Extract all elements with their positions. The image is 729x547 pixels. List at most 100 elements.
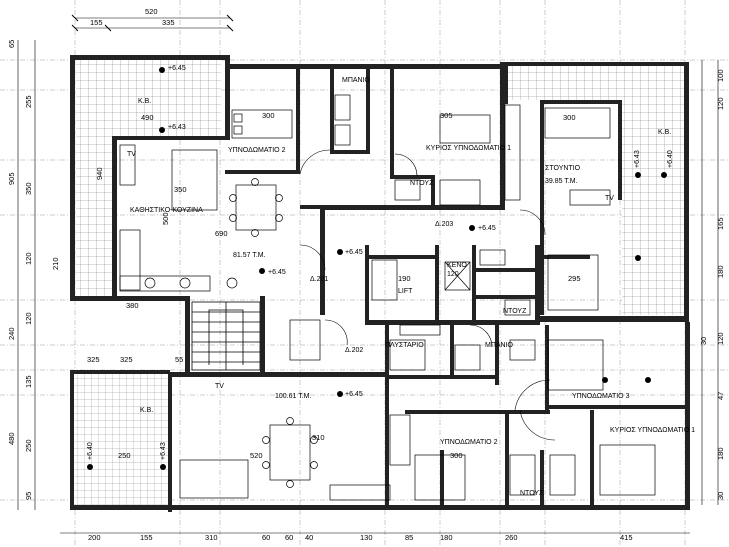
dim-inner-7: 380 [126, 301, 139, 310]
room-label-bath-mid: ΜΠΑΝΙΟ [485, 342, 514, 349]
area-top-left: 81.57 Τ.Μ. [233, 252, 266, 259]
level-c: +6.45 [268, 269, 286, 276]
dim-right-2: 165 [716, 217, 725, 230]
tv-label-top: TV [127, 151, 136, 158]
dimensions-inner: 490 325 300 305 300 295 190 380 325 55 5… [51, 111, 581, 460]
dim-top-1: 155 [90, 18, 103, 27]
dim-left-8: 480 [7, 432, 16, 445]
void-size: 120 [447, 271, 459, 278]
dim-top-2: 335 [162, 18, 175, 27]
dimensions-right: 100 120 165 180 120 47 30 180 30 [699, 69, 725, 500]
room-label-studio: ΣΤΟΥΝΤΙΟ [545, 165, 581, 172]
dim-inner-12: 300 [450, 451, 463, 460]
dim-inner-1: 325 [87, 355, 100, 364]
room-label-lift: LIFT [398, 288, 413, 295]
level-h: +6.40 [667, 150, 674, 168]
dim-right-1: 120 [716, 97, 725, 110]
dimension-lines [17, 14, 719, 534]
code-top-left: Δ.201 [310, 276, 328, 283]
room-labels: ΥΠΝΟΔΩΜΑΤΙΟ 2 ΚΑΘΗΣΤΙΚΟ-ΚΟΥΖΙΝΑ ΜΠΑΝΙΟ Κ… [130, 77, 695, 497]
room-label-bedroom2-bottom: ΥΠΝΟΔΩΜΑΤΙΟ 2 [440, 439, 498, 446]
room-label-kitchen-living: ΚΑΘΗΣΤΙΚΟ-ΚΟΥΖΙΝΑ [130, 207, 203, 214]
level-i: +6.40 [87, 442, 94, 460]
dim-left-10: 95 [24, 492, 33, 500]
dim-inner-16: 940 [95, 167, 104, 180]
terrace-label-top-left: Κ.Β. [138, 98, 151, 105]
room-label-laundry: ΠΛΥΣΤΑΡΙΟ [385, 342, 424, 349]
dim-inner-10: 520 [250, 451, 263, 460]
dim-inner-5: 295 [568, 274, 581, 283]
dim-bottom-10: 415 [620, 533, 633, 542]
dim-bottom-5: 40 [305, 533, 313, 542]
dim-bottom-7: 85 [405, 533, 413, 542]
dim-inner-6: 190 [398, 274, 411, 283]
dim-bottom-3: 60 [262, 533, 270, 542]
dim-left-2: 905 [7, 172, 16, 185]
dim-bottom-2: 310 [205, 533, 218, 542]
door-swings [299, 149, 556, 441]
stairs [191, 301, 261, 371]
dim-bottom-6: 130 [360, 533, 373, 542]
dim-right-5: 47 [716, 392, 725, 400]
dim-right-0: 100 [716, 69, 725, 82]
room-label-shower-bottom: ΝΤΟΥΖ [520, 490, 544, 497]
dim-left-0: 65 [7, 40, 16, 48]
room-label-shower-top: ΝΤΟΥΖ [410, 180, 434, 187]
tv-label-bottom: TV [215, 383, 224, 390]
level-labels: +6.45 +6.43 +6.45 +6.45 +6.45 +6.45 +6.4… [87, 65, 674, 460]
level-a: +6.45 [168, 65, 186, 72]
dim-left-3: 350 [24, 182, 33, 195]
terraces [70, 58, 684, 507]
dim-inner-15: 690 [215, 229, 228, 238]
terrace-label-bottom: Κ.Β. [140, 407, 153, 414]
level-b: +6.43 [168, 124, 186, 131]
dim-left-6: 120 [24, 312, 33, 325]
dim-left-4: 120 [24, 252, 33, 265]
dim-left-9: 250 [24, 439, 33, 452]
terrace-labels: Κ.Β. Κ.Β. Κ.Β. [138, 98, 671, 414]
dimensions-bottom: 200 155 310 60 60 40 130 85 180 260 415 [88, 533, 633, 542]
dimensions-left: 65 255 905 350 120 240 120 135 480 250 9… [7, 40, 33, 500]
dim-left-5: 240 [7, 327, 16, 340]
level-markers [87, 67, 667, 470]
dim-inner-9: 55 [175, 355, 183, 364]
dim-right-8: 30 [716, 492, 725, 500]
dim-inner-11: 310 [312, 433, 325, 442]
dim-top-0: 520 [145, 7, 158, 16]
dim-bottom-0: 200 [88, 533, 101, 542]
dim-left-7: 135 [24, 375, 33, 388]
room-label-master-top: ΚΥΡΙΟΣ ΥΠΝΟΔΩΜΑΤΙΟ 1 [426, 145, 511, 152]
dim-right-7: 180 [716, 447, 725, 460]
tv-label-studio: TV [605, 195, 614, 202]
room-label-bath-top: ΜΠΑΝΙΟ [342, 77, 371, 84]
room-label-bedroom3: ΥΠΝΟΔΩΜΑΤΙΟ 3 [572, 393, 630, 400]
dim-bottom-9: 260 [505, 533, 518, 542]
dim-inner-2: 300 [262, 111, 275, 120]
dim-inner-13: 250 [118, 451, 131, 460]
dim-right-4: 120 [716, 332, 725, 345]
code-top-right: Δ.203 [435, 221, 453, 228]
dim-inner-4: 300 [563, 113, 576, 122]
level-d: +6.45 [345, 249, 363, 256]
level-g: +6.43 [634, 150, 641, 168]
room-label-shower-mid: ΝΤΟΥΖ [503, 308, 527, 315]
dim-left-1: 255 [24, 95, 33, 108]
room-label-master-bottom: ΚΥΡΙΟΣ ΥΠΝΟΔΩΜΑΤΙΟ 1 [610, 427, 695, 434]
dim-inner-18: 350 [174, 185, 187, 194]
dim-inner-3: 305 [440, 111, 453, 120]
dim-bottom-1: 155 [140, 533, 153, 542]
dim-right-6: 30 [699, 337, 708, 345]
dimensions-top: 520 155 335 [90, 7, 175, 27]
dim-inner-14: 210 [51, 257, 60, 270]
dim-inner-8: 325 [120, 355, 133, 364]
level-e: +6.45 [478, 225, 496, 232]
furniture [119, 94, 656, 501]
dim-right-3: 180 [716, 265, 725, 278]
dim-inner-17: 500 [161, 212, 170, 225]
code-bottom: Δ.202 [345, 347, 363, 354]
level-j: +6.43 [160, 442, 167, 460]
dim-bottom-4: 60 [285, 533, 293, 542]
dim-inner-0: 490 [141, 113, 154, 122]
